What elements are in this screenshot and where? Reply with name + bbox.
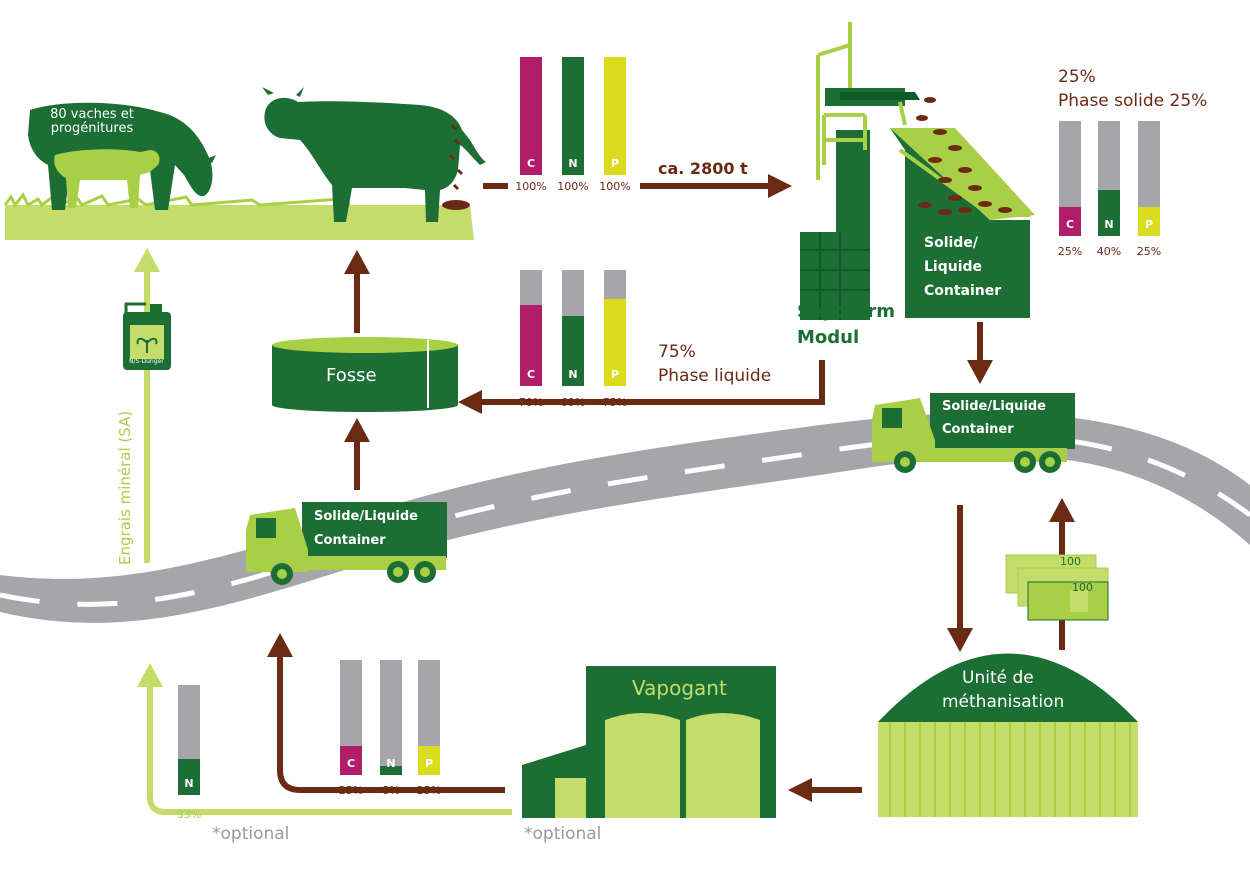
truck-right-label-line2: Container <box>942 422 1014 437</box>
liquid-label: Phase liquide <box>658 366 772 386</box>
nutrient-percent-label: 25% <box>416 784 442 797</box>
nutrient-bar-letter: N <box>568 157 578 170</box>
container-label-line1: Solide/ <box>924 235 978 251</box>
herd-label: 80 vaches et progénitures <box>50 107 134 137</box>
nutrient-bar-letter: C <box>526 157 536 170</box>
nutrient-bar-fill <box>1138 207 1160 236</box>
nutrient-percent-label: 8% <box>382 784 400 797</box>
calf <box>54 149 160 208</box>
truck-left-label-line1: Solide/Liquide <box>314 509 418 524</box>
nutrient-bar-letter: N <box>184 777 194 790</box>
money-note-value-a: 100 <box>1060 555 1081 568</box>
nutrient-bar-fill <box>562 316 584 386</box>
truck-left-label-line2: Container <box>314 533 386 548</box>
nutrient-percent-label: 75% <box>602 396 628 409</box>
fosse-tank <box>272 337 458 412</box>
nutrient-percent-label: 33% <box>176 808 202 821</box>
flow-to-separator-label: ca. 2800 t <box>658 159 748 178</box>
nutrient-bar-letter: P <box>610 368 620 381</box>
vapogant-label: Vapogant <box>632 676 727 700</box>
nutrient-percent-label: 60% <box>560 396 586 409</box>
fertilizer-axis-label: Engrais minéral (SA) <box>116 410 134 565</box>
nutrient-bar-fill <box>380 766 402 775</box>
arrow-vapogant-to-left <box>147 685 512 815</box>
methanisation-label-line2: méthanisation <box>942 692 1065 712</box>
fosse-label: Fosse <box>326 365 377 386</box>
nutrient-bar-fill <box>418 746 440 775</box>
nutrient-bar-p: P <box>1138 121 1160 236</box>
nutrient-bar-letter: N <box>386 757 396 770</box>
vapogant-building <box>522 666 776 818</box>
nutrient-bar-fill <box>1098 190 1120 236</box>
nutrient-percent-label: 70% <box>518 396 544 409</box>
nutrient-bar-fill <box>520 305 542 386</box>
separator-machine <box>800 22 920 320</box>
nutrient-bar-fill <box>562 57 584 175</box>
nutrient-bar-p: P <box>418 660 440 775</box>
nutrient-bar-letter: C <box>346 757 356 770</box>
nutrient-bar-fill <box>604 57 626 175</box>
nutrient-bar-fill <box>1059 207 1081 236</box>
nutrient-bar-n: N <box>178 685 200 795</box>
container-label-line3: Container <box>924 283 1002 299</box>
arrow-separator-to-fosse <box>480 360 825 405</box>
solid-label: Phase solide 25% <box>1058 91 1208 111</box>
container-box <box>890 97 1035 318</box>
nutrient-bar-fill <box>520 57 542 175</box>
nutrient-percent-label: 100% <box>599 180 631 193</box>
nutrient-bar-fill <box>340 746 362 775</box>
solid-percent: 25% <box>1058 67 1096 87</box>
liquid-percent: 75% <box>658 342 696 362</box>
optional-label-left: *optional <box>212 824 290 844</box>
optional-label-right: *optional <box>524 824 602 844</box>
manure-drops <box>448 123 464 191</box>
container-label-line2: Liquide <box>924 259 983 275</box>
nutrient-bar-p: P <box>604 57 626 175</box>
nutrient-bar-c: C <box>340 660 362 775</box>
fertilizer-bottle-label: N/S-Dünger <box>129 358 164 365</box>
fertilizer-canister-icon <box>123 302 171 370</box>
nutrient-bar-letter: C <box>1065 218 1075 231</box>
truck-right-label-line1: Solide/Liquide <box>942 399 1046 414</box>
nutrient-bar-letter: P <box>424 757 434 770</box>
nutrient-bar-p: P <box>604 270 626 386</box>
nutrient-percent-label: 40% <box>1096 245 1122 258</box>
truck-right <box>872 393 1075 473</box>
money-icon <box>1005 554 1109 621</box>
separator-label-line1: Sepofarm <box>797 301 896 322</box>
nutrient-bar-letter: N <box>1104 218 1114 231</box>
nutrient-bar-fill <box>604 299 626 386</box>
nutrient-bar-letter: N <box>568 368 578 381</box>
nutrient-bar-c: C <box>520 270 542 386</box>
nutrient-percent-label: 100% <box>515 180 547 193</box>
nutrient-bar-letter: C <box>526 368 536 381</box>
nutrient-bar-letter: P <box>1144 218 1154 231</box>
nutrient-bar-n: N <box>380 660 402 775</box>
pasture-ground <box>5 205 474 240</box>
nutrient-bar-letter: P <box>610 157 620 170</box>
nutrient-percent-label: 25% <box>338 784 364 797</box>
road-centerline <box>0 433 1250 607</box>
nutrient-bar-n: N <box>1098 121 1120 236</box>
separator-label-line2: Modul <box>797 327 860 348</box>
truck-left <box>246 502 447 585</box>
arrow-vapogant-to-road <box>277 655 505 793</box>
nutrient-bar-n: N <box>562 270 584 386</box>
nutrient-bar-c: C <box>1059 121 1081 236</box>
methanisation-building <box>878 653 1138 817</box>
money-note-value-b: 100 <box>1072 581 1093 594</box>
nutrient-percent-label: 25% <box>1057 245 1083 258</box>
nutrient-bar-c: C <box>520 57 542 175</box>
road <box>0 412 1250 623</box>
nutrient-percent-label: 100% <box>557 180 589 193</box>
manure-pile <box>442 200 470 210</box>
nutrient-bar-n: N <box>562 57 584 175</box>
cow-standing <box>262 87 486 222</box>
nutrient-percent-label: 25% <box>1136 245 1162 258</box>
methanisation-label-line1: Unité de <box>962 668 1034 688</box>
grass-tufts <box>3 192 351 208</box>
nutrient-bar-fill <box>178 759 200 795</box>
